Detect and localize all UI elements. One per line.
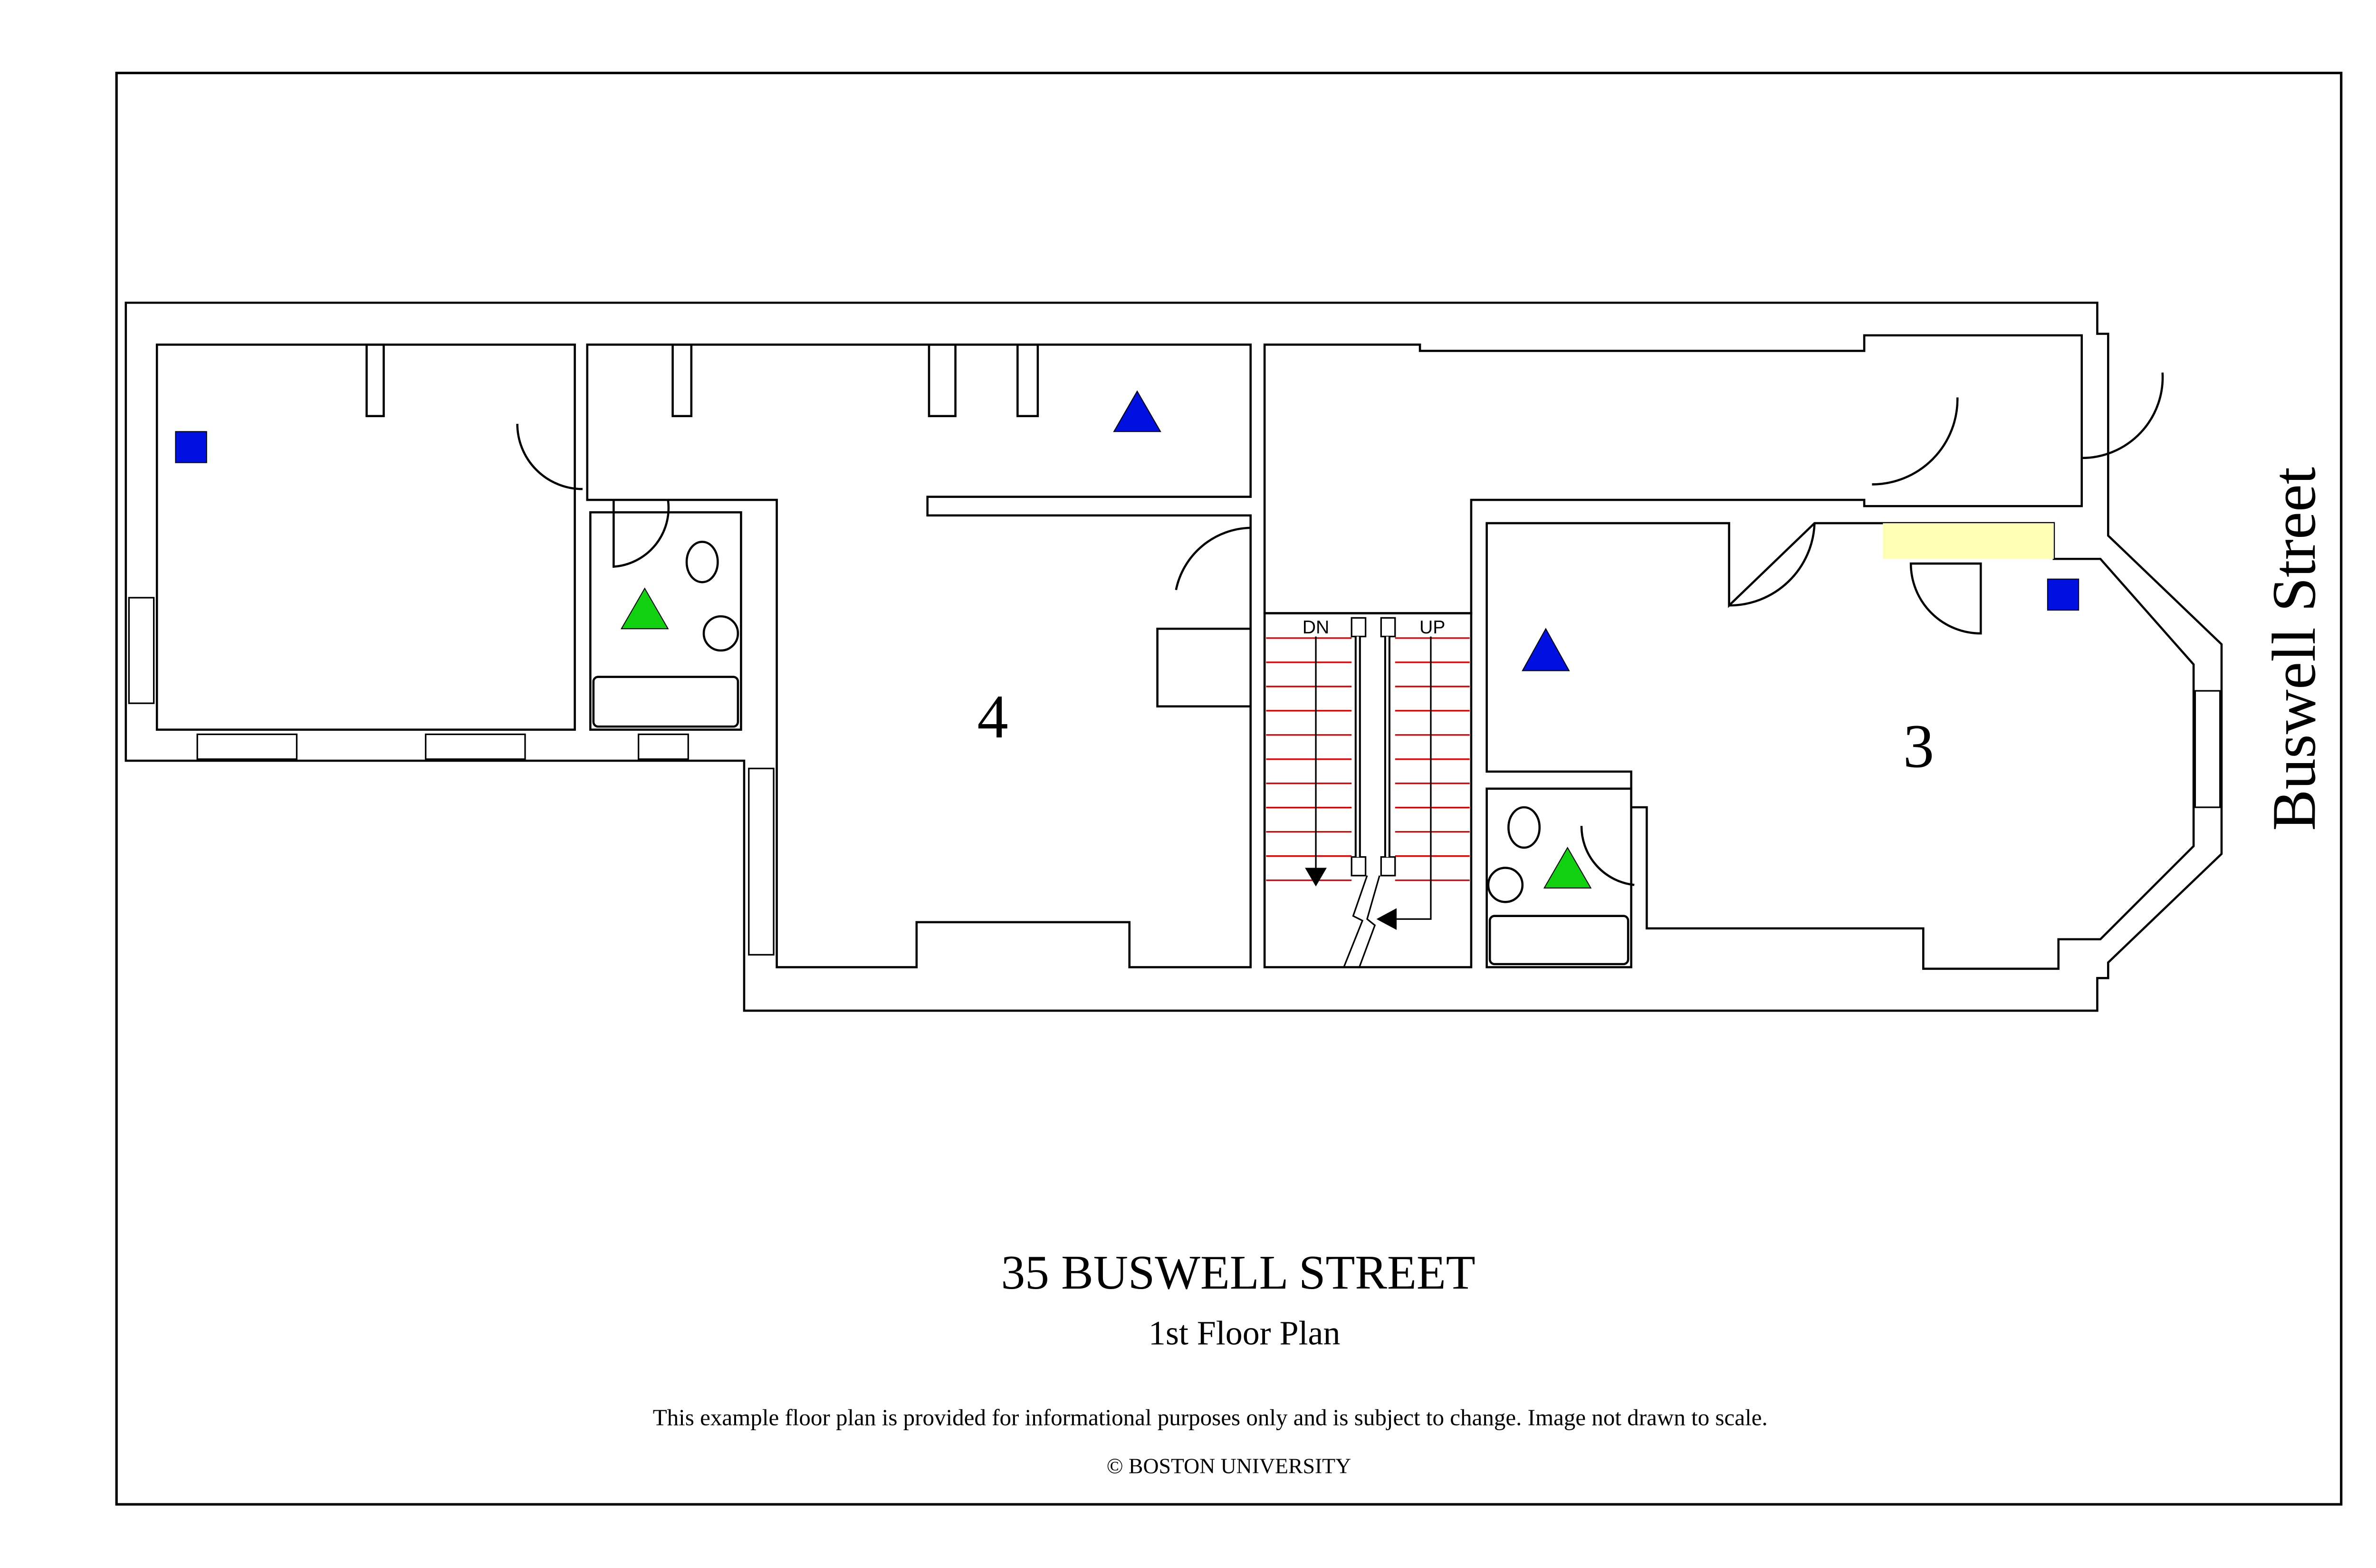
blue-triangle-marker [1522, 628, 1570, 671]
floor-subtitle: 1st Floor Plan [1149, 1314, 1341, 1352]
unit-3-sink [1507, 806, 1541, 849]
unit-4-bathroom [589, 511, 742, 731]
unit-3-tub [1488, 915, 1629, 966]
stairs: DN UP [1263, 612, 1473, 968]
down-arrow-icon [1305, 868, 1327, 887]
door-swing [1872, 397, 1959, 486]
door-swing [1175, 526, 1251, 591]
door-swing [1580, 826, 1635, 886]
unit-4-sink [685, 541, 719, 583]
street-label: Buswell Street [2260, 467, 2328, 831]
closet-stub [1016, 344, 1039, 417]
unit-3-main-room [1485, 522, 2195, 970]
page-border [115, 71, 2343, 1506]
blue-square-marker [2047, 578, 2079, 611]
unit-4-tub [592, 676, 739, 728]
green-triangle-marker [620, 587, 669, 630]
closet-stub [365, 344, 385, 417]
left-arrow-icon [1376, 908, 1397, 930]
door-swing [1729, 523, 1982, 635]
blue-square-marker [175, 431, 207, 463]
copyright: © BOSTON UNIVERSITY [1107, 1454, 1351, 1478]
door-swing [613, 499, 670, 568]
stairs-up-label: UP [1419, 617, 1445, 638]
unit-3: 3 [1485, 522, 2195, 970]
unit-4-toilet [702, 615, 739, 652]
unit-3-bathroom [1485, 787, 1632, 968]
blue-triangle-marker [1113, 390, 1161, 432]
closet-stub [671, 344, 693, 417]
windows [128, 597, 2221, 956]
hallway-upper-right [1263, 334, 2083, 614]
unit-4: 4 [155, 344, 1252, 968]
door-swing [2081, 373, 2164, 459]
unit-3-label: 3 [1903, 712, 1934, 781]
green-triangle-marker [1543, 846, 1592, 889]
door-swing [516, 423, 583, 490]
closet-stub [928, 344, 957, 417]
disclaimer: This example floor plan is provided for … [653, 1404, 1768, 1430]
building-outline [125, 301, 2223, 1012]
building-title: 35 BUSWELL STREET [1001, 1246, 1475, 1299]
unit-4-main-room [586, 344, 1252, 968]
unit-3-toilet [1487, 867, 1524, 903]
unit-4-label: 4 [977, 683, 1008, 751]
stairs-down-label: DN [1303, 617, 1330, 638]
unit-3-closet [1883, 523, 2054, 559]
